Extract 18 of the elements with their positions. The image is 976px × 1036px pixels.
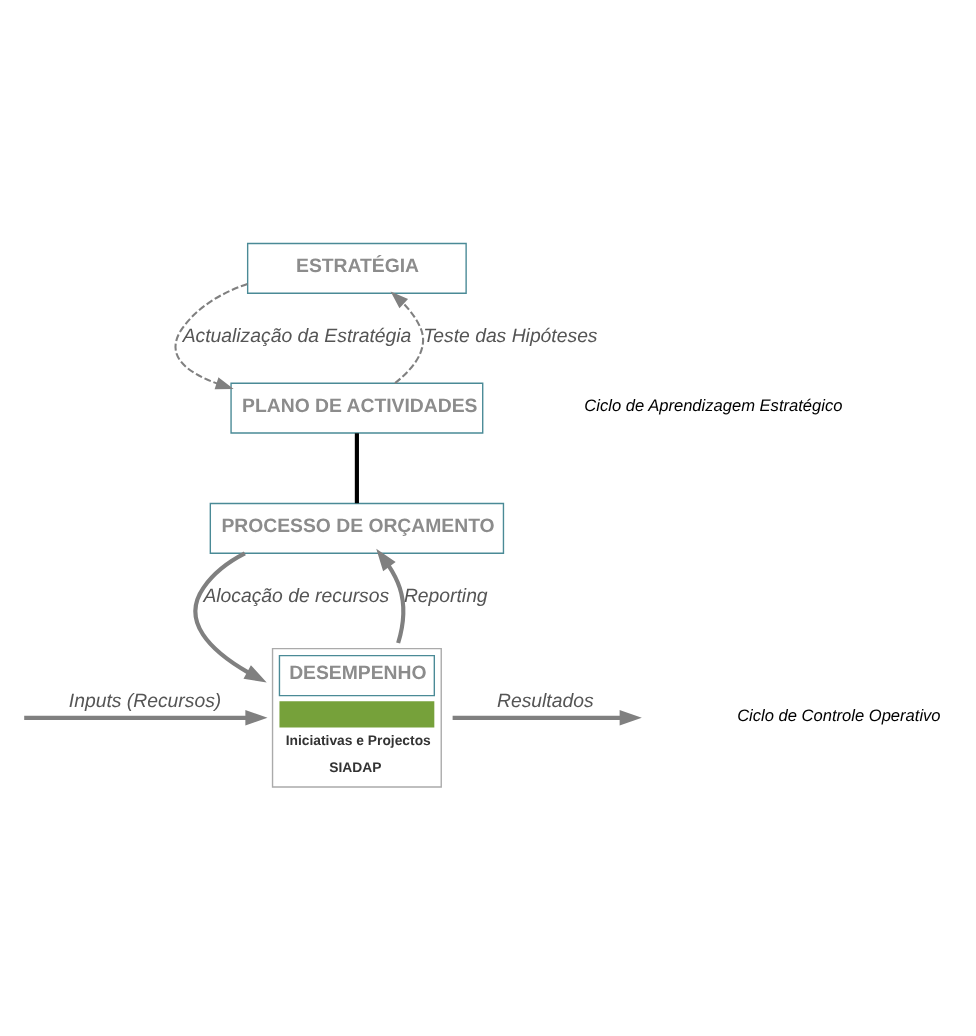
arrow [174,282,248,390]
edge-label: Teste das Hipóteses [423,325,598,348]
edge-label: Reporting [403,585,488,608]
arrow [376,548,406,644]
node-box: PROCESSO DE ORÇAMENTO [209,502,505,554]
edge-label: Alocação de recursos [203,585,390,608]
arrow [24,710,268,726]
node-box: PLANO DE ACTIVIDADES [230,382,484,434]
edge-label: Inputs (Recursos) [68,691,222,714]
arrow [390,291,425,384]
node-box: ESTRATÉGIA [246,242,467,294]
arrow [452,710,642,726]
label: Ciclo de Controle Operativo [737,704,941,725]
edge-label: Actualização da Estratégia [182,325,412,348]
label: Ciclo de Aprendizagem Estratégico [584,394,843,415]
connector [354,433,359,504]
arrow [193,551,267,683]
edge-label: Resultados [496,691,594,714]
